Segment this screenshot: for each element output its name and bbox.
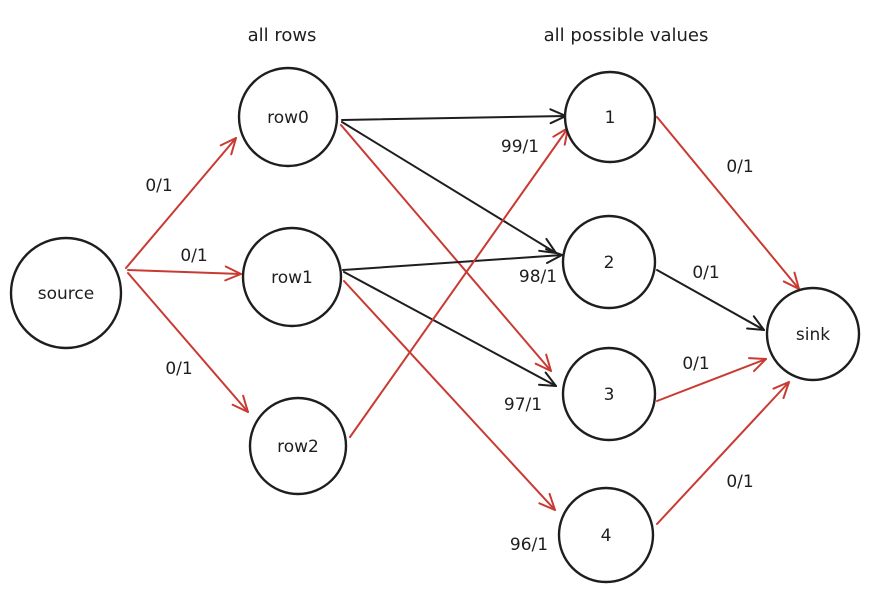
node-row2: row2 [248,396,348,496]
node-row2-label: row2 [277,437,319,457]
node-value-3: 3 [561,346,657,442]
edge-source-row1 [127,269,242,275]
header-all-possible-values: all possible values [544,25,709,46]
value-label-3: 97/1 [504,395,542,415]
node-value-4-label: 4 [601,526,612,546]
edge-row0-v2 [341,121,557,254]
edge-source-row0 [125,137,237,269]
arrowhead-icon [748,357,767,373]
edge-row2-v1 [349,127,569,438]
edge-label-v3-sink: 0/1 [682,354,709,374]
edge-row1-v3 [343,271,557,387]
arrowhead-icon [534,353,552,372]
arrowhead-icon [224,265,242,282]
node-sink-label: sink [796,325,830,345]
edge-v1-sink [656,116,800,290]
arrowhead-icon [231,394,249,413]
node-sink: sink [765,286,861,382]
node-value-4: 4 [557,486,655,584]
edge-v4-sink [656,381,790,525]
edge-label-v2-sink: 0/1 [692,263,719,283]
edge-row1-v4 [343,280,556,511]
edges [125,108,800,525]
edge-label-v1-sink: 0/1 [726,157,753,177]
edge-label-source-row1: 0/1 [180,246,207,266]
arrowhead-icon [538,371,557,387]
edge-row1-v2 [342,254,563,271]
value-label-1: 99/1 [501,137,539,157]
edge-source-row2 [127,272,249,413]
node-row0-label: row0 [267,108,309,128]
value-label-2: 98/1 [519,267,557,287]
edge-row0-v1 [341,115,567,121]
edge-label-source-row0: 0/1 [145,176,172,196]
node-value-1-label: 1 [605,108,616,128]
edge-label-source-row2: 0/1 [165,359,192,379]
node-value-3-label: 3 [604,385,615,405]
arrowhead-icon [538,492,556,511]
node-value-2-label: 2 [604,253,615,273]
node-source: source [9,236,123,350]
arrowhead-icon [219,137,237,156]
edge-row0-v3 [340,124,552,372]
edge-label-v4-sink: 0/1 [726,472,753,492]
arrowhead-icon [746,315,765,331]
edge-v2-sink [656,269,765,331]
edge-v3-sink [656,358,767,402]
node-value-1: 1 [563,70,657,164]
node-source-label: source [38,284,94,304]
arrowhead-icon [545,248,563,264]
node-row1-label: row1 [271,268,313,288]
node-row0: row0 [237,66,339,168]
header-all-rows: all rows [248,25,317,46]
node-value-2: 2 [561,214,657,310]
arrowhead-icon [772,381,790,400]
node-row1: row1 [241,226,343,328]
value-label-4: 96/1 [510,535,548,555]
